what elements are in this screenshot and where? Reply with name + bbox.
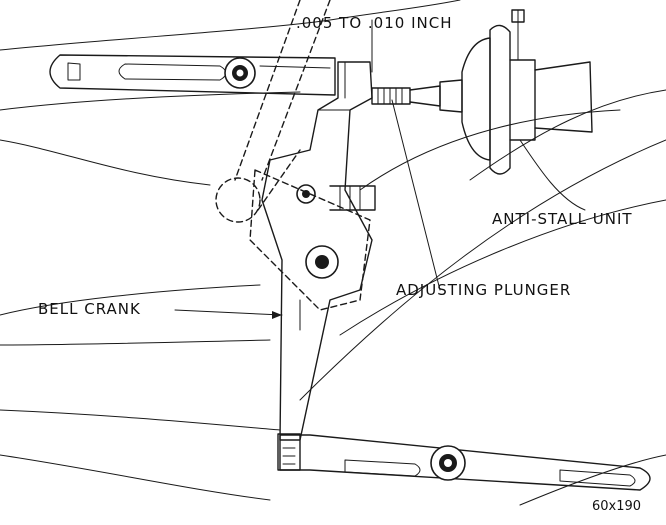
- bell-crank-leader: [174, 309, 283, 316]
- upper-link-bolt: [224, 57, 256, 89]
- alternate-position-outline: [215, 0, 371, 311]
- clearance-label: .005 TO .010 INCH: [296, 14, 453, 32]
- upper-slotted-link: [49, 54, 336, 96]
- bell-crank-label: BELL CRANK: [38, 300, 141, 318]
- lower-link-bolt: [430, 445, 466, 481]
- plunger-leader: [391, 99, 441, 291]
- leader-lines: [174, 19, 586, 319]
- lower-slotted-link: [277, 433, 651, 491]
- figure-number: 60x190: [592, 499, 642, 514]
- anti-stall-unit-label: ANTI-STALL UNIT: [492, 210, 633, 228]
- anti-stall-unit: [439, 9, 593, 175]
- adjusting-plunger: [371, 85, 441, 107]
- adjusting-plunger-label: ADJUSTING PLUNGER: [396, 281, 572, 299]
- body-contour-lines: [0, 0, 666, 506]
- bell-crank-arrow: [272, 311, 282, 319]
- crank-screw: [296, 184, 376, 211]
- anti-stall-leader: [519, 139, 586, 211]
- crank-pivot: [305, 245, 339, 279]
